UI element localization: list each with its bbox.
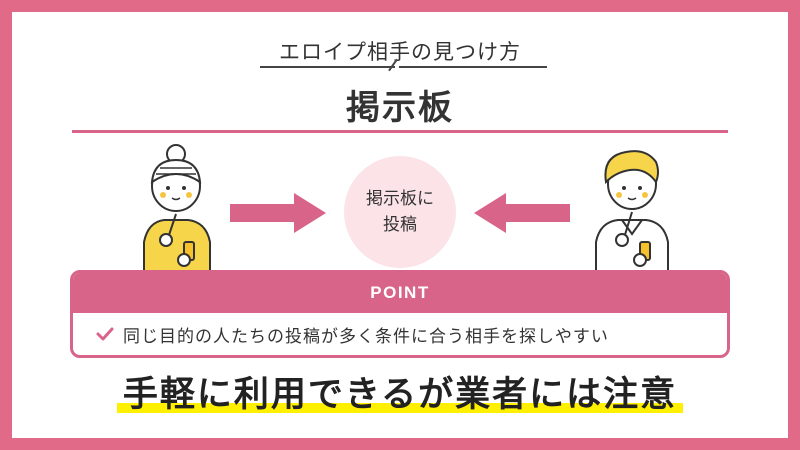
point-label: POINT <box>73 273 727 313</box>
bubble-line-1: 掲示板に <box>366 188 434 209</box>
post-bubble: 掲示板に 投稿 <box>344 156 456 268</box>
arrow-left-icon <box>474 193 570 233</box>
caution-headline: 手軽に利用できるが業者には注意 <box>116 366 684 417</box>
arrow-right-icon <box>230 193 326 233</box>
subtitle: エロイプ相手の見つけ方 <box>279 40 521 64</box>
woman-illustration <box>143 144 211 274</box>
caution-text: 手軽に利用できるが業者には注意 <box>122 375 678 415</box>
point-text: 同じ目的の人たちの投稿が多く条件に合う相手を探しやすい <box>123 326 609 347</box>
subtitle-underline-left <box>260 66 395 68</box>
title-divider <box>72 130 728 133</box>
page-title: 掲示板 <box>346 88 454 128</box>
check-icon <box>96 327 114 341</box>
point-box: POINT 同じ目的の人たちの投稿が多く条件に合う相手を探しやすい <box>70 270 730 358</box>
bubble-line-2: 投稿 <box>383 215 417 235</box>
caution-highlight <box>116 403 684 413</box>
caution-wrap: 手軽に利用できるが業者には注意 <box>12 366 788 417</box>
point-body: 同じ目的の人たちの投稿が多く条件に合う相手を探しやすい <box>73 313 727 355</box>
man-illustration <box>595 150 669 274</box>
content-card: エロイプ相手の見つけ方 掲示板 <box>12 12 788 438</box>
subtitle-underline-right <box>399 66 547 68</box>
